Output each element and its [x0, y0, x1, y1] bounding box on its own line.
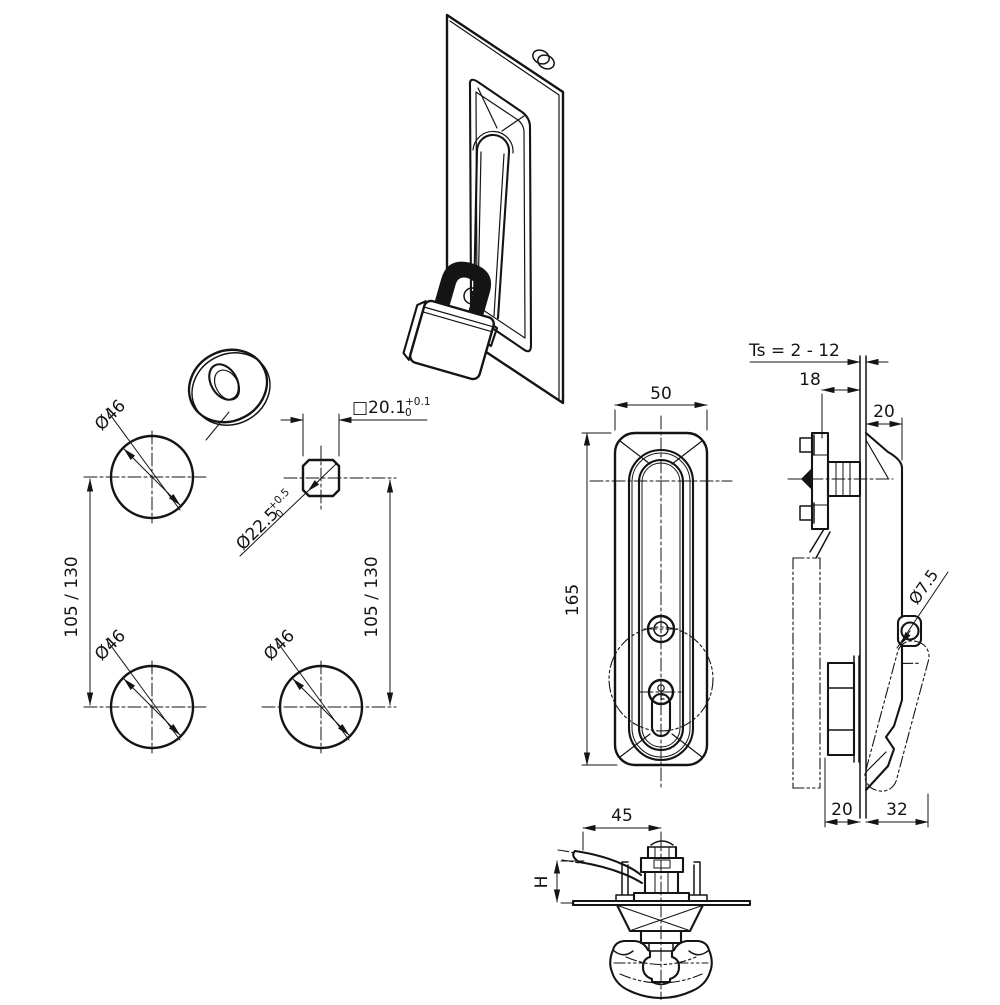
dia-leader	[239, 490, 309, 557]
padlock	[402, 261, 495, 381]
dim-pitch-right: 105 / 130	[362, 556, 382, 637]
handle-top-slant	[864, 431, 904, 470]
swing-handle-side	[496, 150, 511, 320]
recess-dish-line	[501, 115, 525, 132]
cam-lever	[557, 849, 644, 885]
dia-arrow	[320, 706, 350, 736]
dim-pitch-left: 105 / 130	[62, 556, 82, 637]
cam-scallop	[612, 949, 634, 956]
dim-square-cutout: □20.1	[352, 398, 406, 418]
padlock-phantom	[792, 557, 821, 789]
panel-edge-thickness	[449, 20, 560, 400]
handle-bottom-edge	[865, 751, 887, 773]
cone-and-cam	[609, 903, 713, 1000]
keyhole-iso	[469, 290, 475, 296]
corner-chamfer	[619, 440, 651, 465]
lever-tip	[572, 849, 581, 864]
dim-door-thickness: Ts = 2 - 12	[748, 341, 840, 361]
swing-handle-edge	[493, 153, 505, 317]
shackle-mask	[435, 263, 489, 321]
dia-arrow	[123, 678, 153, 708]
dim-handle-length: 45	[611, 806, 633, 826]
bolt-head	[799, 505, 813, 521]
dia-arrow	[151, 476, 181, 506]
grommet-hole	[208, 363, 240, 401]
lever-phantom	[557, 849, 576, 854]
wing-right	[693, 861, 701, 895]
bracket-foot	[809, 528, 825, 553]
grommet-leader	[205, 411, 230, 441]
dim-hole-bottom-left: Ø46	[91, 626, 130, 665]
eyelet-tab	[896, 614, 923, 648]
cap-dome	[650, 840, 674, 846]
wing-left	[621, 861, 629, 895]
drilling-template-view: Ø46 Ø46 Ø46 Ø22.5 +0.5 0 □20	[62, 348, 431, 754]
handle-inner-slant	[865, 439, 889, 479]
dia-arrow	[292, 678, 322, 708]
cone-facet	[618, 905, 689, 931]
dia-arrow	[307, 463, 337, 492]
dim-square-cutout-tol-upper: +0.1	[405, 396, 431, 408]
handle-latch	[864, 698, 904, 792]
isometric-view	[402, 13, 565, 405]
grommet-outer	[187, 348, 269, 424]
handle-open-outline	[864, 640, 930, 792]
dia-leader	[274, 638, 350, 741]
dim-front-width: 50	[650, 384, 672, 404]
mounting-plate	[571, 899, 752, 907]
padlock-shackle-inner	[446, 275, 478, 314]
square-cutout-label: □20.1 +0.1 0	[352, 396, 431, 419]
lever-lower-edge	[577, 860, 644, 885]
handle-open-phantom	[864, 640, 930, 792]
dim-square-cutout-tol-lower: 0	[405, 407, 412, 419]
clamp-bracket	[799, 431, 862, 559]
dia-leader	[105, 638, 181, 741]
lock-cam-block	[826, 661, 856, 757]
dim-hole-bottom-right: Ø46	[260, 626, 299, 665]
handle-open-detail	[901, 662, 921, 664]
side-view: Ts = 2 - 12 18 20	[748, 341, 949, 828]
cam-scallop	[688, 949, 710, 956]
grommet-outer-back	[191, 352, 271, 426]
dim-clamp-depth: 18	[799, 370, 821, 390]
square-cutout	[301, 458, 341, 498]
padlock-shoulder-line	[422, 311, 493, 333]
swing-handle-top-edge	[472, 130, 514, 154]
screw-collar	[537, 54, 555, 70]
handle-profile-side	[864, 431, 923, 792]
dia-arrow	[900, 630, 911, 645]
neck-detail	[653, 859, 671, 869]
dim-padlock-hole: Ø7.5	[905, 566, 942, 608]
cam-phantom-arc	[619, 973, 703, 984]
cone	[615, 903, 705, 933]
dim-front-height: 165	[563, 584, 583, 616]
grommet-hole-back	[213, 369, 241, 401]
dim-handle-depth: 20	[873, 402, 895, 422]
recess-dish-line	[477, 87, 498, 129]
screw-head	[532, 49, 550, 65]
front-view: 50 165	[563, 384, 733, 791]
bracket-foot	[815, 531, 831, 559]
bolt-head	[799, 437, 813, 453]
dim-swing-clearance: 32	[886, 800, 908, 820]
dia-arrow	[151, 706, 181, 736]
dia-arrow	[123, 448, 153, 478]
bottom-view: 45 H	[532, 806, 752, 1001]
corner-chamfer	[671, 440, 703, 465]
cone-facet	[631, 905, 702, 931]
cam-step-small	[648, 942, 674, 952]
cam-plate-outline	[609, 939, 713, 1000]
padlock-shackle-outer	[434, 261, 491, 318]
padlock-shoulder-line	[423, 306, 494, 328]
dia-leader	[105, 408, 181, 511]
grommet-part	[187, 348, 271, 441]
round-cutout-label: Ø22.5 +0.5 0	[232, 486, 292, 554]
dim-body-depth: 20	[831, 800, 853, 820]
lever-phantom	[561, 859, 580, 864]
cam-phantom-arc	[625, 956, 697, 965]
swing-handle-top	[475, 133, 511, 154]
dim-grip-height: H	[532, 876, 552, 889]
dim-hole-top: Ø46	[91, 396, 130, 435]
